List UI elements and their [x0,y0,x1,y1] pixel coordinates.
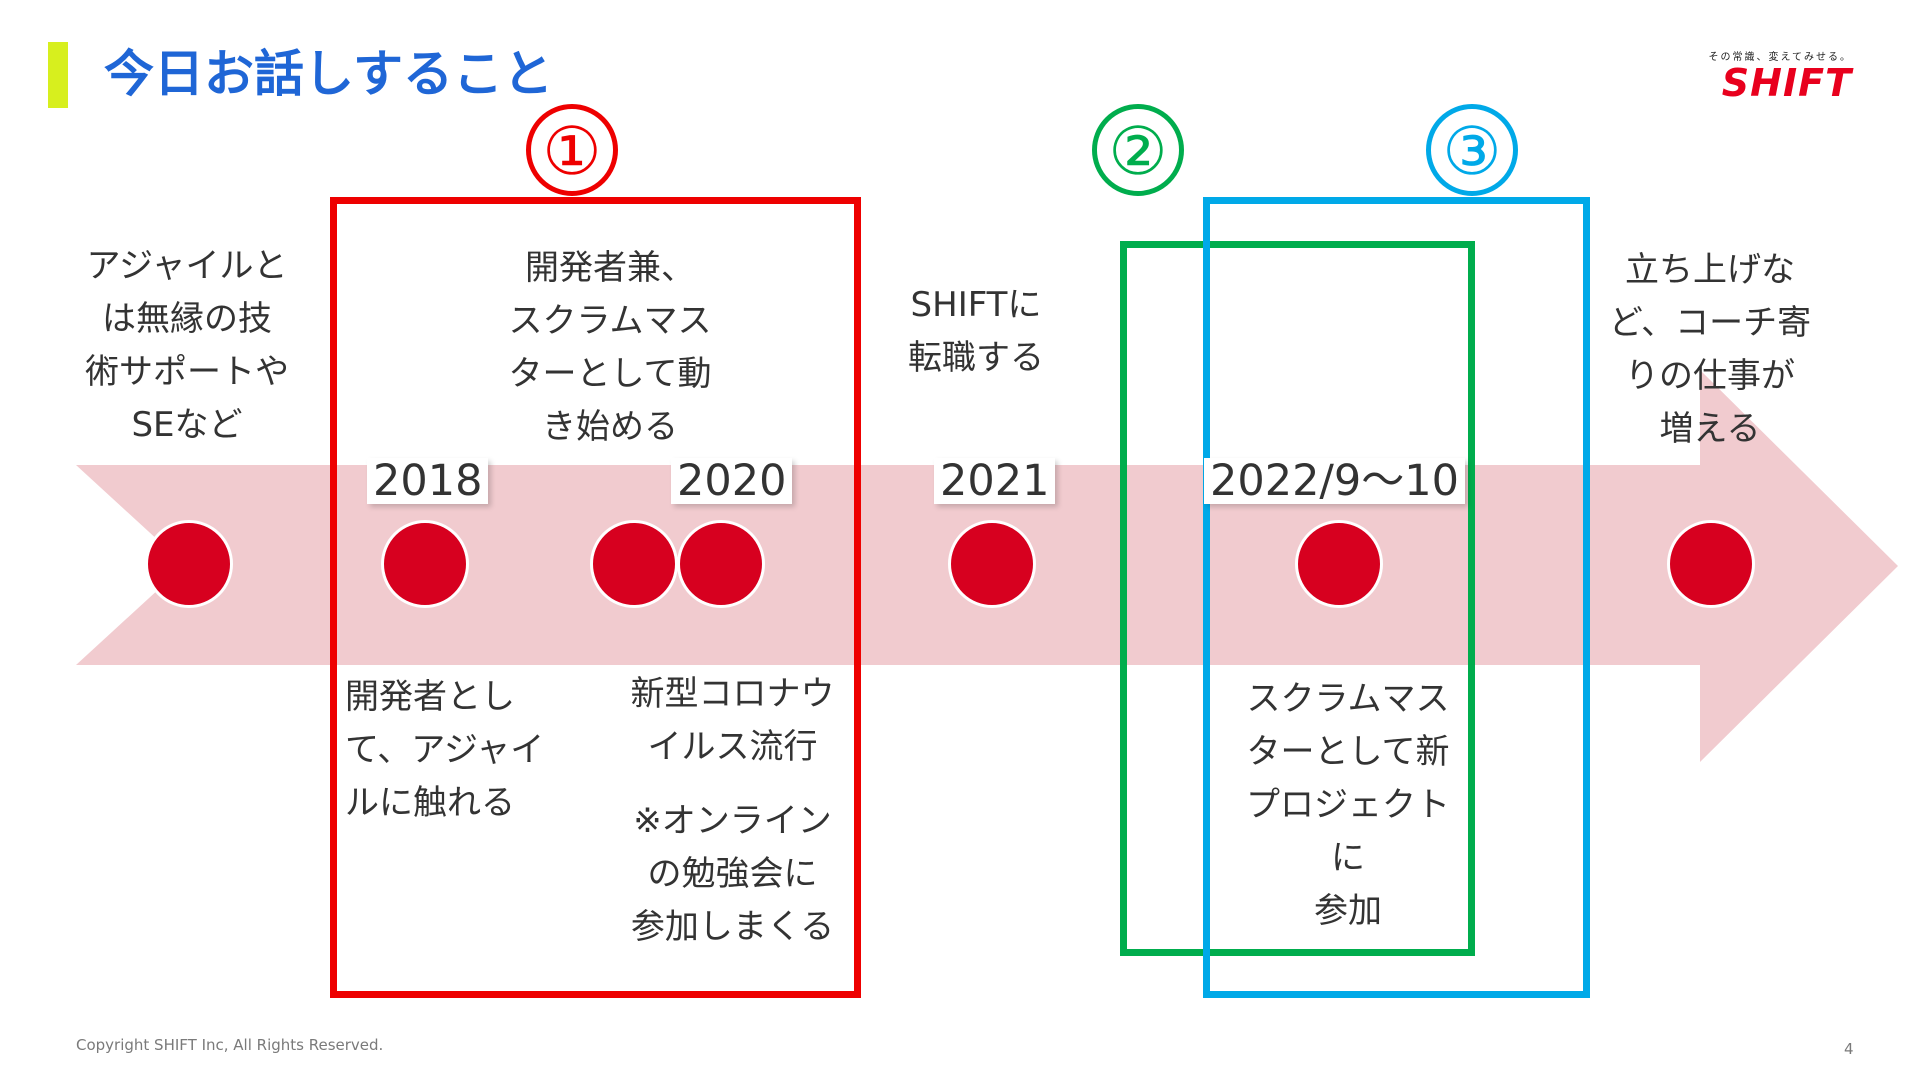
marker-2: ② [1092,104,1184,196]
year-label: 2018 [367,458,489,504]
logo-tagline: その常識、変えてみせる。 [1708,52,1852,63]
label-join-shift: SHIFTに 転職する [908,285,1044,378]
page-number: 4 [1844,1040,1854,1058]
logo-wordmark: SHIFT [1721,61,1852,105]
label-coach-work: 立ち上げな ど、コーチ寄 りの仕事が 増える [1608,250,1812,449]
label-new-project: スクラムマス ターとして新 プロジェクトに 参加 [1246,679,1450,931]
label-scrum-master-start: 開発者兼、 スクラムマス ターとして動 き始める [508,248,712,447]
label-before-agile: アジャイルと は無縁の技 術サポートや SEなど [85,246,289,445]
frame-1 [330,197,861,998]
shift-logo: その常識、変えてみせる。 SHIFT [1652,48,1852,103]
year-label: 2020 [671,458,793,504]
marker-3: ③ [1426,104,1518,196]
timeline-dot [381,520,469,608]
year-label: 2022/9〜10 [1204,458,1465,504]
timeline-dot [1667,520,1755,608]
timeline-dot [948,520,1036,608]
title-accent-bar [48,42,68,108]
label-online-study: ※オンライン の勉強会に 参加しまくる [630,801,835,947]
timeline-dot [145,520,233,608]
label-developer-agile: 開発者とし て、アジャイ ルに触れる [345,677,545,823]
frame-2 [1120,241,1475,956]
timeline-dot [1295,520,1383,608]
timeline-dot [677,520,765,608]
label-corona: 新型コロナウ イルス流行 [630,674,835,767]
frame-3 [1203,197,1590,998]
timeline-dot [590,520,678,608]
slide-title: 今日お話しすること [104,45,553,103]
copyright: Copyright SHIFT Inc, All Rights Reserved… [76,1036,384,1054]
marker-1: ① [526,104,618,196]
year-label: 2021 [934,458,1056,504]
